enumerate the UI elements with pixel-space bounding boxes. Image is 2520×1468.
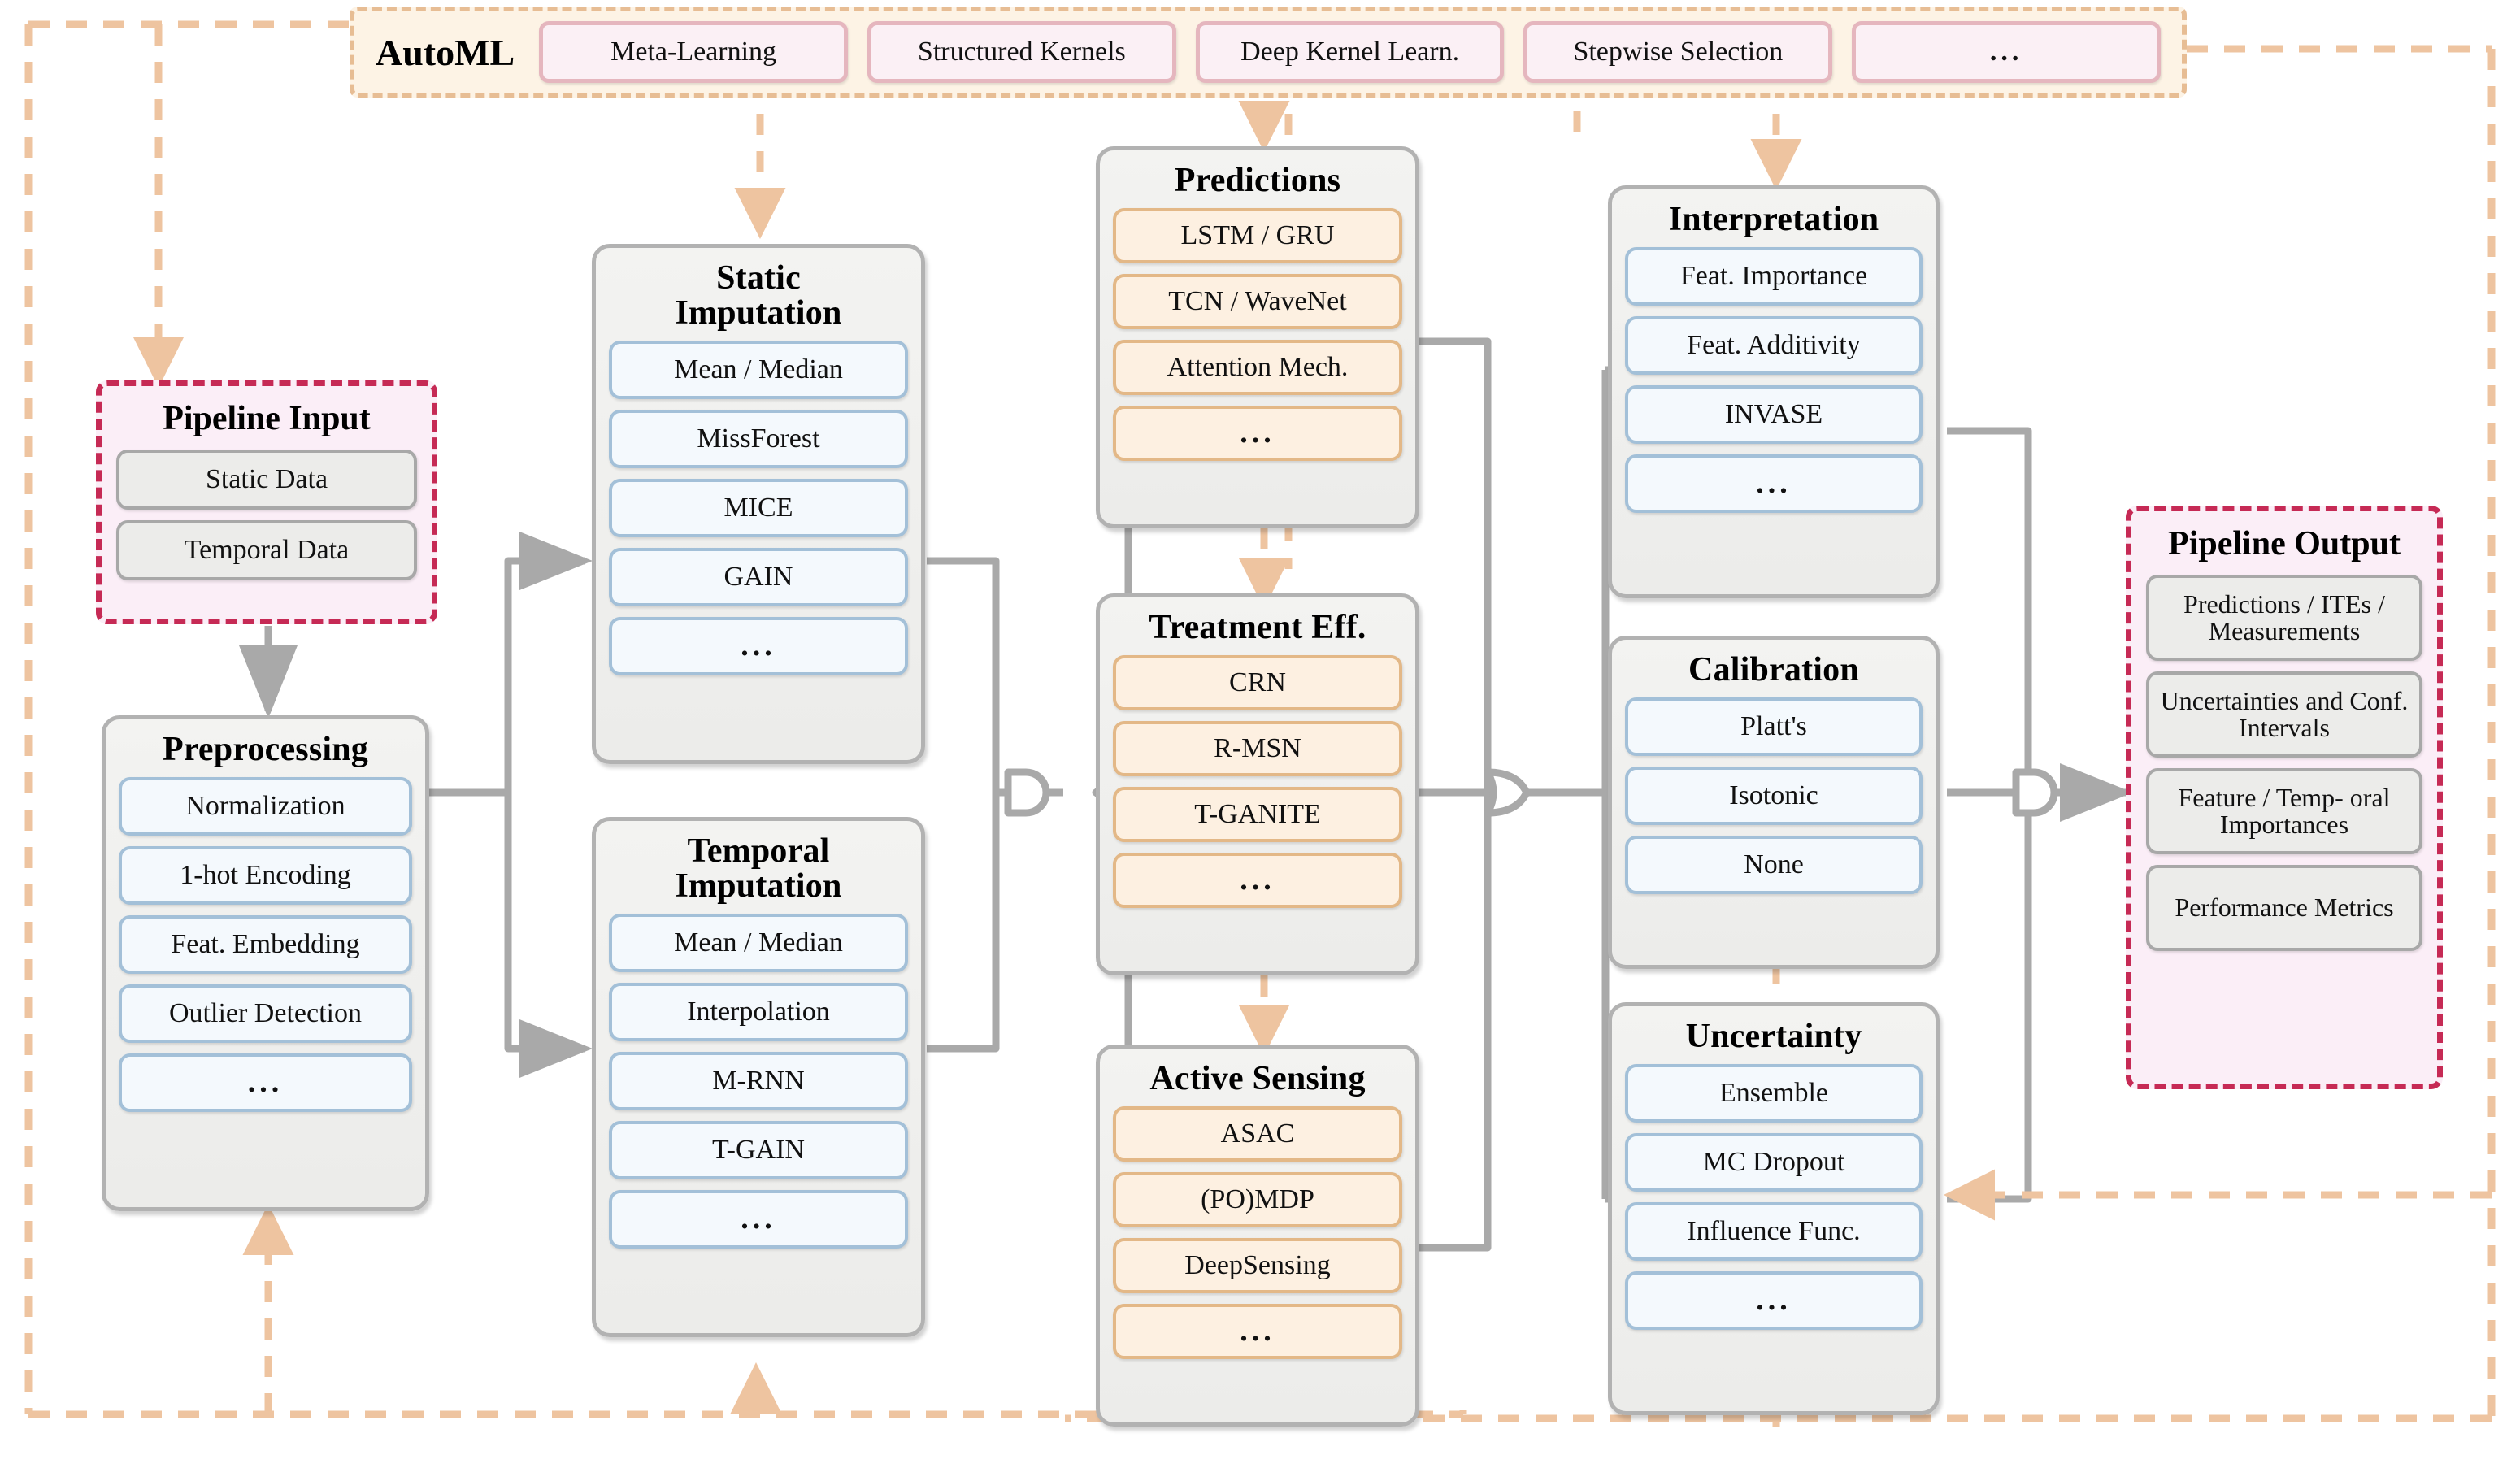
predictions-title: Predictions — [1174, 162, 1341, 199]
uncertainty-item-mc-dropout[interactable]: MC Dropout — [1625, 1132, 1923, 1192]
preprocessing-item-normalization[interactable]: Normalization — [119, 776, 412, 836]
static-imputation-title: Static Imputation — [609, 261, 908, 331]
preprocessing-item-one-hot-encoding[interactable]: 1-hot Encoding — [119, 845, 412, 905]
treatment-eff-item-r-msn[interactable]: R-MSN — [1113, 720, 1402, 776]
uncertainty-group: Uncertainty Ensemble MC Dropout Influenc… — [1608, 1002, 1940, 1415]
active-sensing-group: Active Sensing ASAC (PO)MDP DeepSensing … — [1096, 1045, 1419, 1427]
calibration-item-none[interactable]: None — [1625, 835, 1923, 894]
pipeline-output-item-feature-temporal-importances[interactable]: Feature / Temp- oral Importances — [2146, 768, 2422, 854]
uncertainty-item-influence-func[interactable]: Influence Func. — [1625, 1201, 1923, 1261]
pipeline-input-box: Pipeline Input Static Data Temporal Data — [96, 380, 437, 624]
treatment-eff-title: Treatment Eff. — [1149, 609, 1366, 646]
interpretation-group: Interpretation Feat. Importance Feat. Ad… — [1608, 185, 1940, 598]
automl-chip-structured-kernels[interactable]: Structured Kernels — [867, 21, 1176, 83]
automl-chip-stepwise-selection[interactable]: Stepwise Selection — [1523, 21, 1833, 83]
temporal-imputation-title-line2: Imputation — [675, 866, 842, 905]
static-imputation-item-mice[interactable]: MICE — [609, 478, 908, 537]
automl-chip-more[interactable]: ... — [1852, 21, 2161, 83]
automl-chip-deep-kernel-learn[interactable]: Deep Kernel Learn. — [1195, 21, 1505, 83]
calibration-group: Calibration Platt's Isotonic None — [1608, 636, 1940, 969]
predictions-item-tcn-wavenet[interactable]: TCN / WaveNet — [1113, 273, 1402, 329]
temporal-imputation-title-line1: Temporal — [687, 832, 830, 870]
uncertainty-item-ensemble[interactable]: Ensemble — [1625, 1063, 1923, 1123]
temporal-imputation-item-interpolation[interactable]: Interpolation — [609, 982, 908, 1041]
active-sensing-title: Active Sensing — [1149, 1060, 1366, 1097]
predictions-item-more[interactable]: ... — [1113, 405, 1402, 461]
interpretation-item-more[interactable]: ... — [1625, 454, 1923, 513]
temporal-imputation-group: Temporal Imputation Mean / Median Interp… — [592, 817, 925, 1337]
temporal-imputation-item-mean-median[interactable]: Mean / Median — [609, 913, 908, 972]
pipeline-input-item-static-data[interactable]: Static Data — [116, 450, 417, 510]
automl-label: AutoML — [376, 31, 515, 73]
static-imputation-title-line2: Imputation — [675, 293, 842, 332]
static-imputation-item-more[interactable]: ... — [609, 616, 908, 675]
active-sensing-item-deepsensing[interactable]: DeepSensing — [1113, 1237, 1402, 1293]
interpretation-item-feat-additivity[interactable]: Feat. Additivity — [1625, 315, 1923, 375]
preprocessing-title: Preprocessing — [162, 731, 369, 768]
predictions-item-lstm-gru[interactable]: LSTM / GRU — [1113, 207, 1402, 263]
automl-chip-meta-learning[interactable]: Meta-Learning — [539, 21, 848, 83]
treatment-eff-item-t-ganite[interactable]: T-GANITE — [1113, 786, 1402, 842]
preprocessing-item-feat-embedding[interactable]: Feat. Embedding — [119, 914, 412, 974]
pipeline-input-item-temporal-data[interactable]: Temporal Data — [116, 520, 417, 580]
active-sensing-item-pomdp[interactable]: (PO)MDP — [1113, 1171, 1402, 1227]
pipeline-output-box: Pipeline Output Predictions / ITEs / Mea… — [2126, 506, 2443, 1089]
active-sensing-item-more[interactable]: ... — [1113, 1303, 1402, 1359]
treatment-eff-item-more[interactable]: ... — [1113, 852, 1402, 908]
static-imputation-item-gain[interactable]: GAIN — [609, 547, 908, 606]
predictions-item-attention-mech[interactable]: Attention Mech. — [1113, 339, 1402, 395]
temporal-imputation-item-m-rnn[interactable]: M-RNN — [609, 1051, 908, 1110]
interpretation-item-feat-importance[interactable]: Feat. Importance — [1625, 246, 1923, 306]
pipeline-input-title: Pipeline Input — [163, 400, 371, 437]
calibration-item-platts[interactable]: Platt's — [1625, 697, 1923, 756]
pipeline-output-title: Pipeline Output — [2168, 525, 2401, 562]
active-sensing-item-asac[interactable]: ASAC — [1113, 1105, 1402, 1162]
preprocessing-group: Preprocessing Normalization 1-hot Encodi… — [102, 715, 429, 1211]
pipeline-output-item-predictions-ites-measurements[interactable]: Predictions / ITEs / Measurements — [2146, 575, 2422, 661]
calibration-title: Calibration — [1688, 651, 1859, 688]
static-imputation-item-missforest[interactable]: MissForest — [609, 409, 908, 468]
uncertainty-item-more[interactable]: ... — [1625, 1270, 1923, 1330]
pipeline-output-item-uncertainties-conf-intervals[interactable]: Uncertainties and Conf. Intervals — [2146, 671, 2422, 758]
calibration-item-isotonic[interactable]: Isotonic — [1625, 766, 1923, 825]
temporal-imputation-item-more[interactable]: ... — [609, 1189, 908, 1249]
treatment-eff-group: Treatment Eff. CRN R-MSN T-GANITE ... — [1096, 593, 1419, 975]
preprocessing-item-more[interactable]: ... — [119, 1053, 412, 1112]
preprocessing-item-outlier-detection[interactable]: Outlier Detection — [119, 984, 412, 1043]
predictions-group: Predictions LSTM / GRU TCN / WaveNet Att… — [1096, 146, 1419, 528]
uncertainty-title: Uncertainty — [1685, 1018, 1862, 1055]
pipeline-output-item-performance-metrics[interactable]: Performance Metrics — [2146, 865, 2422, 951]
treatment-eff-item-crn[interactable]: CRN — [1113, 654, 1402, 710]
temporal-imputation-item-t-gain[interactable]: T-GAIN — [609, 1120, 908, 1179]
static-imputation-title-line1: Static — [716, 259, 801, 297]
static-imputation-group: Static Imputation Mean / Median MissFore… — [592, 244, 925, 764]
static-imputation-item-mean-median[interactable]: Mean / Median — [609, 340, 908, 399]
interpretation-title: Interpretation — [1668, 201, 1879, 238]
temporal-imputation-title: Temporal Imputation — [609, 834, 908, 904]
automl-bar: AutoML Meta-Learning Structured Kernels … — [350, 7, 2187, 98]
interpretation-item-invase[interactable]: INVASE — [1625, 384, 1923, 444]
